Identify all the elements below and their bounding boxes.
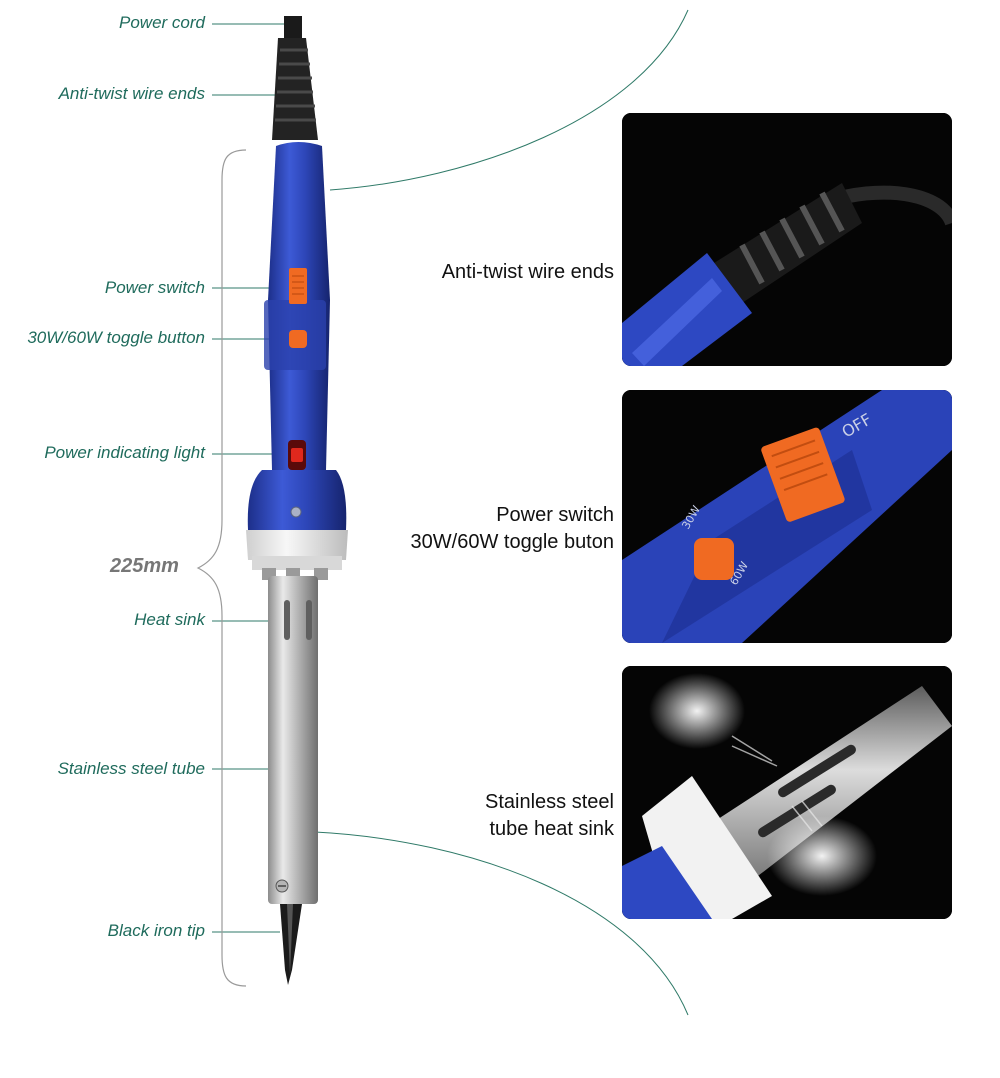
caption-line: Stainless steel: [485, 791, 614, 813]
caption-line: 30W/60W toggle buton: [410, 531, 614, 553]
heatsink-closeup-photo: [622, 666, 952, 919]
caption-line: tube heat sink: [489, 818, 614, 840]
switch-closeup-photo: OFF 30W 60W: [622, 390, 952, 643]
detail-caption-heatsink: Stainless steel tube heat sink: [374, 789, 614, 843]
connector-curve-bottom: [314, 831, 689, 1016]
caption-line: Power switch: [496, 504, 614, 526]
dimension-brace: [196, 149, 247, 987]
cord-closeup-photo: [622, 113, 952, 366]
callout-toggle-button: 30W/60W toggle button: [27, 328, 205, 347]
caption-line: Anti-twist wire ends: [441, 261, 614, 283]
callout-power-cord: Power cord: [119, 13, 205, 32]
connector-curve-top: [329, 9, 689, 191]
callout-anti-twist: Anti-twist wire ends: [58, 84, 205, 103]
callout-power-switch: Power switch: [104, 278, 205, 297]
callout-iron-tip: Black iron tip: [107, 921, 205, 940]
callout-indicator-light: Power indicating light: [44, 443, 205, 462]
callout-steel-tube: Stainless steel tube: [57, 759, 205, 778]
callout-heat-sink: Heat sink: [134, 610, 205, 629]
dimension-label: 225mm: [110, 555, 179, 577]
detail-caption-cord: Anti-twist wire ends: [374, 259, 614, 286]
detail-caption-switch: Power switch 30W/60W toggle buton: [374, 502, 614, 556]
